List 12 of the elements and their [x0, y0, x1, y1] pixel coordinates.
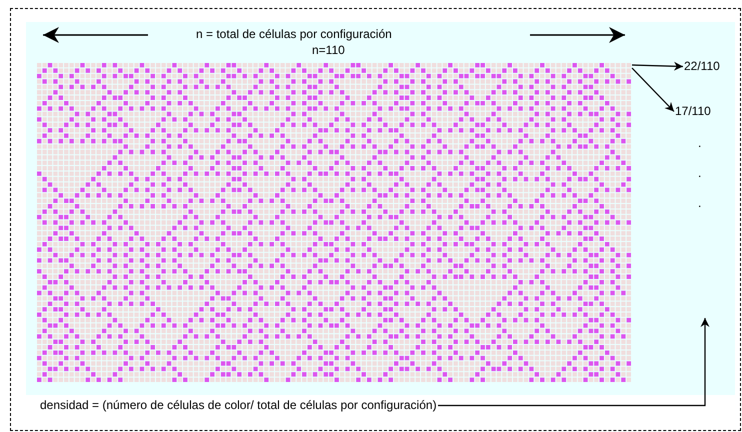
ellipsis-dot: .: [698, 166, 702, 181]
dimension-label: n = total de células por configuración: [196, 27, 392, 42]
density-value: 22/110: [684, 59, 720, 74]
arrow: [632, 68, 674, 112]
dimension-value: n=110: [312, 43, 345, 58]
density-value: 17/110: [675, 104, 711, 119]
formula-text: densidad = (número de células de color/ total de células por configuración): [40, 398, 437, 413]
ellipsis-dot: .: [698, 136, 702, 151]
ellipsis-dot: .: [698, 196, 702, 211]
cell-grid-drawing: [37, 63, 632, 383]
leader-line: [438, 318, 710, 406]
arrow: [632, 62, 684, 71]
